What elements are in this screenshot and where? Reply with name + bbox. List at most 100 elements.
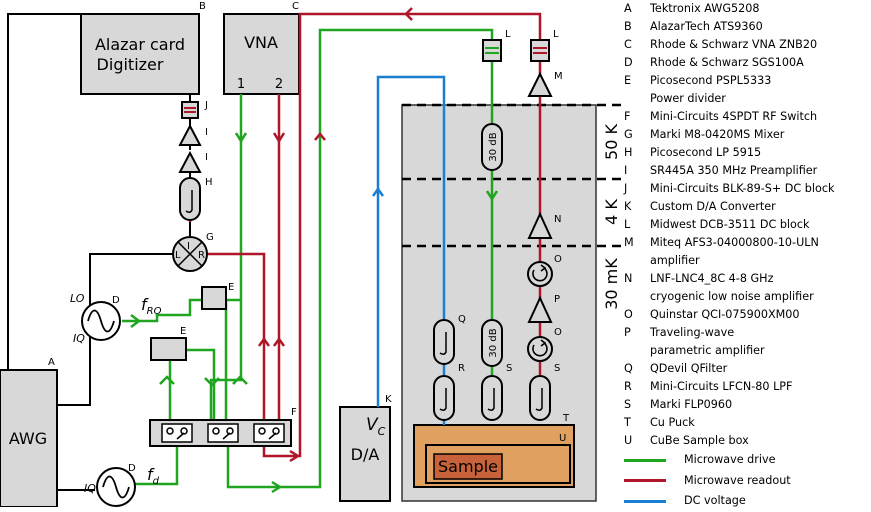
- rf-switch: [149, 419, 292, 447]
- attenuator-label-50k: 30 dB: [488, 132, 499, 161]
- legend-item: amplifier: [624, 252, 871, 270]
- fro-label: fRO: [141, 295, 162, 317]
- legend-text: Cu Puck: [650, 416, 695, 429]
- legend-key: D: [624, 56, 633, 69]
- power-divider-drive: [150, 337, 187, 361]
- legend-text: Custom D/A Converter: [650, 200, 776, 213]
- tag-d1: D: [112, 295, 120, 306]
- legend-text: cryogenic low noise amplifier: [650, 290, 814, 303]
- power-divider-ro: [201, 286, 227, 310]
- tag-e2: E: [180, 326, 186, 337]
- legend-text: Tektronix AWG5208: [650, 2, 760, 15]
- legend-text: amplifier: [650, 254, 700, 267]
- legend-key: S: [624, 398, 632, 411]
- legend-item: cryogenic low noise amplifier: [624, 288, 871, 306]
- tag-a: A: [48, 357, 55, 368]
- vna-port-2: 2: [275, 77, 283, 92]
- lpf-r: [433, 375, 455, 421]
- legend-text: Marki FLP0960: [650, 398, 733, 411]
- alazar-line1: Alazar card: [95, 35, 185, 54]
- filter-s-drive: [481, 375, 503, 421]
- legend-swatch: [624, 458, 666, 462]
- legend-key: O: [624, 308, 633, 321]
- vna: [223, 13, 300, 95]
- vna-label: VNA: [244, 33, 278, 52]
- iq-top-label: IQ: [73, 332, 85, 345]
- awg: [0, 369, 58, 507]
- legend-key: F: [624, 110, 631, 123]
- tag-i1: I: [205, 127, 208, 138]
- attenuator-label-30mk: 30 dB: [488, 328, 499, 357]
- tag-b: B: [199, 1, 206, 12]
- tag-d2: D: [128, 463, 136, 474]
- lo-label: LO: [70, 292, 85, 305]
- legend-key: J: [624, 182, 628, 195]
- legend-key: L: [624, 218, 631, 231]
- legend-text: Mini-Circuits 4SPDT RF Switch: [650, 110, 818, 123]
- tag-r: R: [458, 363, 465, 374]
- legend-text: QDevil QFilter: [650, 362, 728, 375]
- lnf-amplifier: [527, 211, 553, 239]
- tag-m: M: [554, 71, 563, 82]
- legend-text: Rhode & Schwarz VNA ZNB20: [650, 38, 818, 51]
- legend-key: M: [624, 236, 634, 249]
- tag-p: P: [554, 294, 560, 305]
- line-legend-item: Microwave readout: [624, 471, 871, 492]
- twpa-amplifier: [527, 295, 553, 323]
- line-legend-label: Microwave readout: [684, 473, 791, 487]
- vna-port-1: 1: [237, 77, 245, 92]
- tag-h: H: [205, 177, 213, 188]
- stage-50k: 50 K: [602, 124, 621, 160]
- legend-key: P: [624, 326, 631, 339]
- legend-item: U CuBe Sample box: [624, 432, 871, 450]
- tag-s1: S: [506, 363, 512, 374]
- stage-4k: 4 K: [602, 199, 621, 225]
- mixer-port-i: I: [187, 241, 190, 252]
- legend-key: E: [624, 74, 632, 87]
- alazar-line2: Digitizer: [97, 55, 164, 74]
- legend-text: Picosecond LP 5915: [650, 146, 762, 159]
- awg-label: AWG: [9, 429, 47, 448]
- tag-o1: O: [554, 254, 562, 265]
- legend-text: Mini-Circuits LFCN-80 LPF: [650, 380, 793, 393]
- preamplifier-1: [178, 123, 202, 146]
- alazar-digitizer: [80, 13, 200, 95]
- legend-text: SR445A 350 MHz Preamplifier: [650, 164, 818, 177]
- legend-text: Power divider: [650, 92, 726, 105]
- legend-swatch: [624, 479, 666, 483]
- tag-s2: S: [554, 363, 560, 374]
- tag-g: G: [206, 232, 214, 243]
- da-label: D/A: [351, 445, 380, 464]
- dc-block-l-drive: [482, 39, 502, 62]
- sample-chip: [433, 453, 503, 480]
- legend-item: S Marki FLP0960: [624, 396, 871, 414]
- tag-j: J: [204, 100, 208, 111]
- legend-item: F Mini-Circuits 4SPDT RF Switch: [624, 108, 871, 126]
- circulator-1: [527, 261, 553, 287]
- legend-key: U: [624, 434, 633, 447]
- miteq-amplifier: [527, 71, 553, 97]
- line-legend-label: DC voltage: [684, 494, 746, 508]
- tag-e1: E: [228, 282, 234, 293]
- wiring-diagram: Alazar card Digitizer VNA AWG D/A Sample…: [0, 1, 624, 507]
- legend-key: T: [624, 416, 631, 429]
- preamplifier-2: [178, 150, 202, 173]
- legend-text: CuBe Sample box: [650, 434, 749, 447]
- dc-block-j: [181, 101, 199, 119]
- legend-key: C: [624, 38, 632, 51]
- tag-k: K: [385, 394, 392, 405]
- circulator-2: [527, 336, 553, 362]
